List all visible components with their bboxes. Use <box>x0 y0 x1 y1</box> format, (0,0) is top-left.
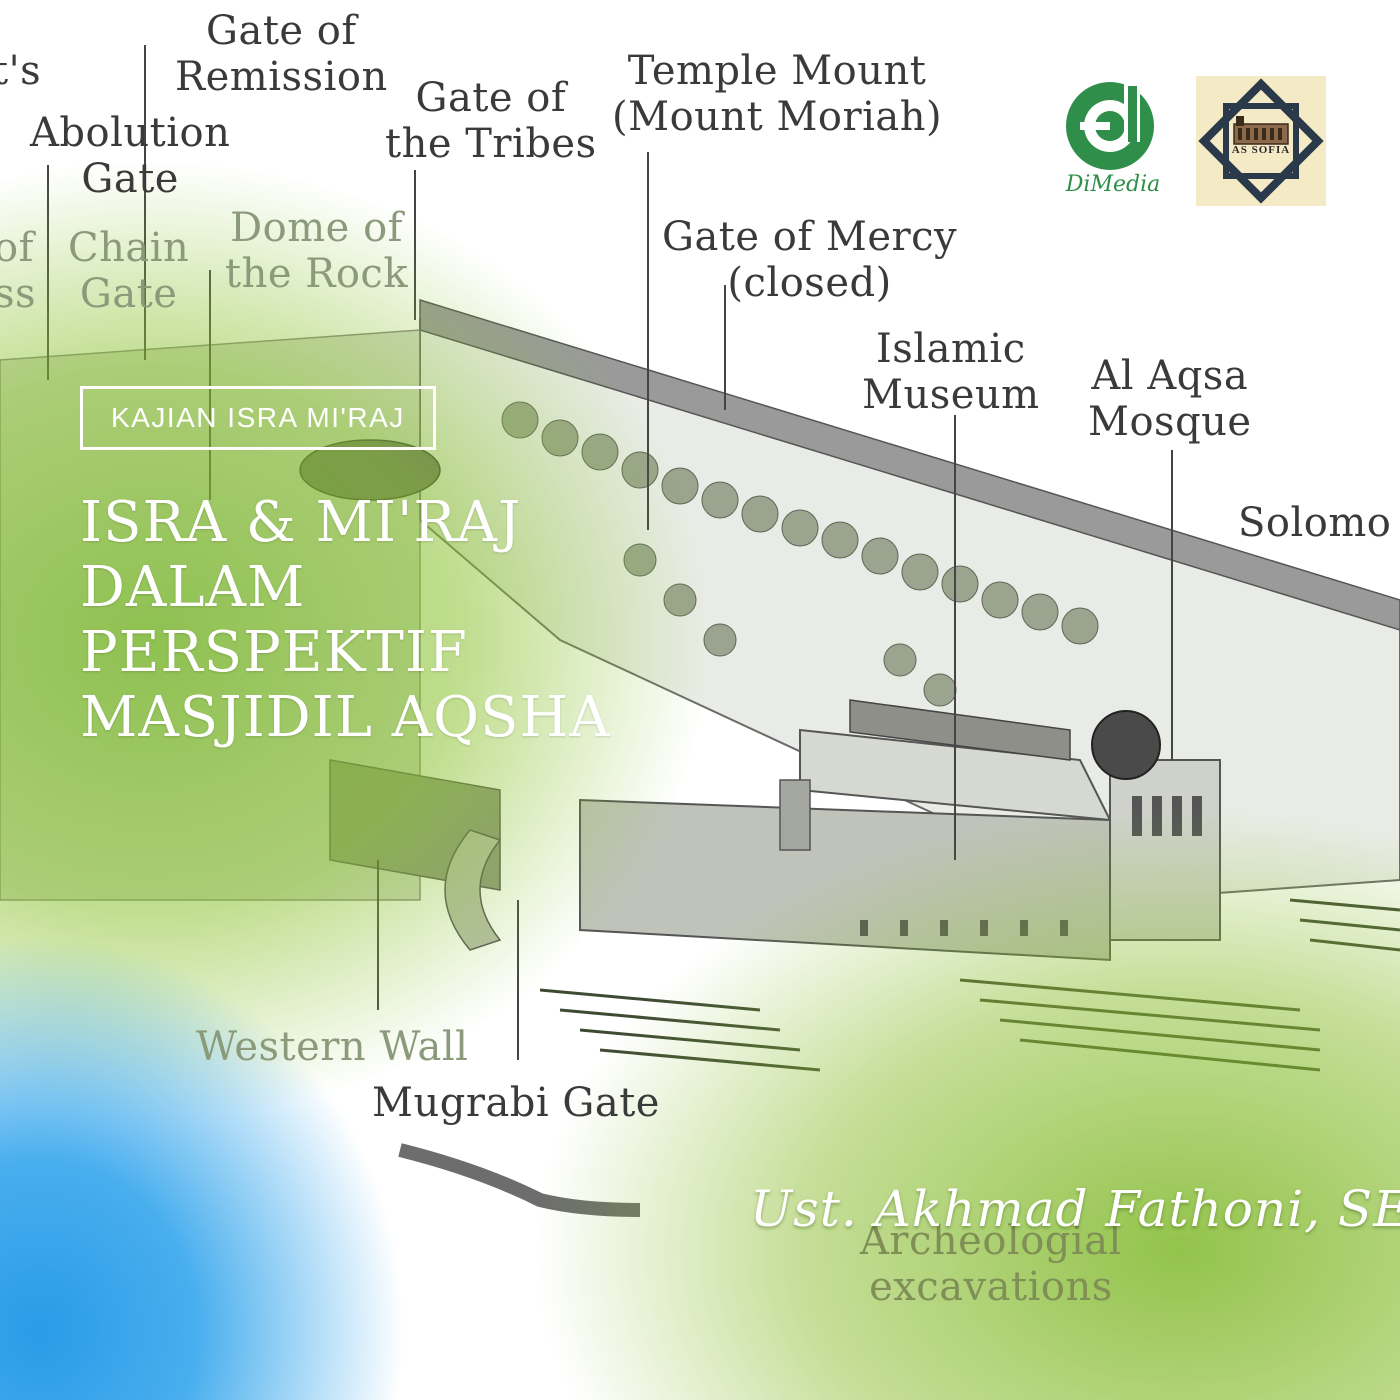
title-line: ISRA & MI'RAJ <box>80 490 522 555</box>
label-line: Abolution <box>30 110 231 156</box>
map-label-solomon: Solomo <box>1238 500 1391 546</box>
label-line: the Rock <box>225 251 409 297</box>
map-label-archeological-excavations: Archeologial excavations <box>860 1218 1122 1310</box>
assofia-wordmark: AS SOFIA <box>1231 144 1291 156</box>
map-label-dome-of-the-rock: Dome of the Rock <box>225 205 408 297</box>
map-label-islamic-museum: Islamic Museum <box>862 326 1040 418</box>
assofia-emblem-icon <box>1198 78 1324 204</box>
label-line: Mosque <box>1088 399 1252 445</box>
title-line: MASJIDIL AQSHA <box>80 685 611 750</box>
map-label-al-aqsa-mosque: Al Aqsa Mosque <box>1088 353 1252 445</box>
label-line: excavations <box>869 1264 1113 1310</box>
speaker-name: Ust. Akhmad Fathoni, SE <box>750 1180 1400 1238</box>
label-line: ss <box>0 271 37 317</box>
label-line: Dome of <box>230 205 403 251</box>
label-line: Gate of <box>206 8 357 54</box>
label-line: Al Aqsa <box>1091 353 1249 399</box>
dimedia-d-icon <box>1066 82 1154 170</box>
label-line: Museum <box>862 372 1040 418</box>
map-label-abolution-gate: Abolution Gate <box>30 110 230 202</box>
label-line: (closed) <box>727 260 892 306</box>
map-label-gate-of-mercy: Gate of Mercy (closed) <box>662 214 957 306</box>
label-line: Gate <box>79 271 178 317</box>
map-label-western-wall: Western Wall <box>196 1024 468 1070</box>
map-label-fragment-t: t's <box>0 48 41 94</box>
map-label-fragment-of: of ss <box>0 225 36 317</box>
label-line: (Mount Moriah) <box>612 94 943 140</box>
dimedia-logo: DiMedia <box>1058 76 1168 206</box>
map-label-gate-of-remission: Gate of Remission <box>175 8 388 100</box>
label-line: Chain <box>68 225 190 271</box>
label-line: of <box>0 225 34 271</box>
label-line: Remission <box>175 54 388 100</box>
label-line: Islamic <box>876 326 1026 372</box>
dimedia-wordmark: DiMedia <box>1065 172 1161 197</box>
map-label-mugrabi-gate: Mugrabi Gate <box>372 1080 660 1126</box>
map-label-temple-mount: Temple Mount (Mount Moriah) <box>612 48 942 140</box>
label-line: Archeologial <box>860 1218 1122 1264</box>
kajian-tag-box: KAJIAN ISRA MI'RAJ <box>80 386 436 450</box>
title-line: PERSPEKTIF <box>80 620 468 685</box>
label-line: Mugrabi Gate <box>372 1080 660 1126</box>
label-line: Solomo <box>1238 500 1392 546</box>
map-label-chain-gate: Chain Gate <box>68 225 189 317</box>
label-line: t's <box>0 48 42 94</box>
kajian-tag-label: KAJIAN ISRA MI'RAJ <box>111 402 405 433</box>
label-line: Temple Mount <box>627 48 927 94</box>
title-line: DALAM <box>80 555 306 620</box>
assofia-logo: AS SOFIA <box>1196 76 1326 206</box>
label-line: Western Wall <box>196 1024 469 1070</box>
label-line: Gate <box>81 156 179 202</box>
label-line: Gate of Mercy <box>662 214 958 260</box>
map-label-gate-of-tribes: Gate of the Tribes <box>385 75 597 167</box>
label-line: the Tribes <box>385 121 597 167</box>
label-line: Gate of <box>415 75 567 121</box>
main-title: ISRA & MI'RAJ DALAM PERSPEKTIF MASJIDIL … <box>80 490 720 750</box>
